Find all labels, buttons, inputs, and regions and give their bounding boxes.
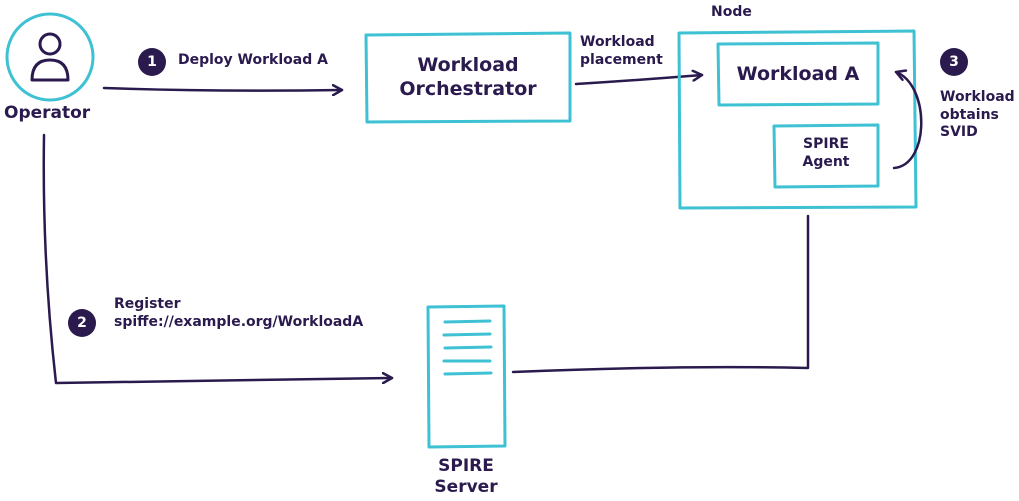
- orchestrator-label: Workload Orchestrator: [366, 54, 570, 102]
- obtain-line-3: SVID: [940, 124, 978, 140]
- operator-icon: [5, 12, 95, 102]
- orchestrator-box: [364, 31, 572, 124]
- step-1-badge: 1: [138, 48, 166, 76]
- spire-server-line-2: Server: [434, 477, 498, 498]
- register-arrow: [42, 133, 394, 385]
- workload-a-label: Workload A: [736, 63, 860, 85]
- server-icon: [426, 304, 507, 449]
- register-label: Register spiffe://example.org/WorkloadA: [114, 296, 363, 331]
- register-line-1: Register: [114, 296, 181, 312]
- step-3-badge: 3: [940, 48, 968, 76]
- placement-line-1: Workload: [580, 34, 655, 50]
- node-label: Node: [711, 4, 752, 20]
- operator-label: Operator: [4, 103, 91, 123]
- spire-agent-box: [772, 123, 880, 189]
- orchestrator-line-1: Workload: [417, 54, 519, 76]
- spire-agent-line-1: SPIRE: [803, 136, 849, 152]
- spire-agent-label: SPIRE Agent: [774, 136, 878, 171]
- spire-server-label: SPIRE Server: [406, 456, 526, 499]
- spire-server-line-1: SPIRE: [438, 456, 494, 476]
- placement-arrow: [574, 75, 704, 86]
- step-2-badge: 2: [68, 309, 96, 337]
- deploy-label: Deploy Workload A: [178, 52, 328, 68]
- obtain-line-2: obtains: [940, 106, 999, 123]
- orchestrator-line-2: Orchestrator: [399, 77, 537, 100]
- svid-arrow: [892, 72, 923, 170]
- obtain-line-1: Workload: [940, 89, 1015, 105]
- server-agent-link: [511, 214, 810, 374]
- spire-agent-line-2: Agent: [802, 153, 850, 170]
- node-box: [677, 29, 918, 210]
- placement-label: Workload placement: [580, 34, 663, 69]
- placement-line-2: placement: [580, 51, 663, 68]
- workload-a-box: [716, 41, 880, 107]
- deploy-arrow: [102, 88, 344, 91]
- obtain-label: Workload obtains SVID: [940, 89, 1015, 142]
- register-line-2: spiffe://example.org/WorkloadA: [114, 313, 364, 330]
